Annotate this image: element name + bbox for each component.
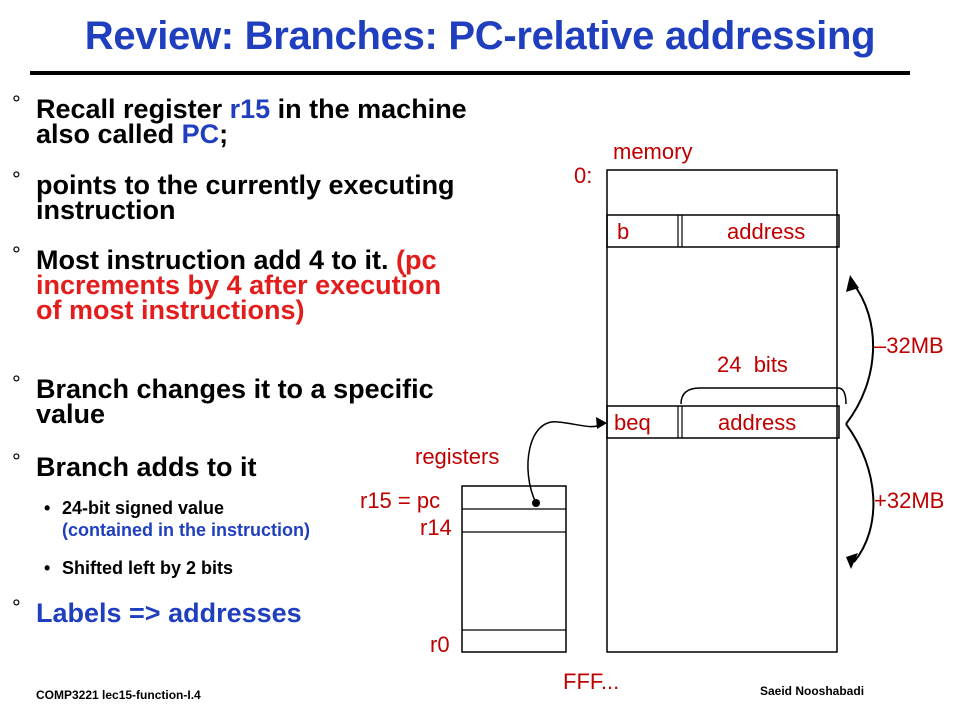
bullet-dot: • xyxy=(44,558,51,578)
address-end-label: FFF... xyxy=(563,669,620,694)
r0-label: r0 xyxy=(430,632,450,657)
bullet-text: ; xyxy=(219,119,229,149)
footer-course: COMP3221 lec15-function-I.4 xyxy=(36,688,201,702)
minus-range-arrowhead xyxy=(846,275,859,292)
plus-range-arrowhead xyxy=(846,553,858,569)
r15-label: r15 = pc xyxy=(360,488,441,513)
sub-bullet-24bit: • 24-bit signed value (contained in the … xyxy=(44,497,442,541)
sub-bullet-shifted: • Shifted left by 2 bits xyxy=(44,557,442,579)
minus-range-label: –32MB xyxy=(874,333,944,358)
bullet-branch-adds: ° Branch adds to it xyxy=(12,449,472,482)
beq-instruction-row xyxy=(606,405,840,439)
beq-opcode: beq xyxy=(614,410,651,435)
sub-bullet-text: Shifted left by 2 bits xyxy=(62,558,234,578)
bullet-recall-r15: ° Recall register r15 in the machine als… xyxy=(12,91,472,149)
bullet-mark: ° xyxy=(12,167,21,192)
minus-range-arc xyxy=(845,281,875,425)
bullet-text: Most instruction add 4 to it. xyxy=(36,245,396,275)
b-instruction-row xyxy=(606,214,840,248)
sub-bullet-note: (contained in the instruction) xyxy=(62,520,310,540)
bits-brace xyxy=(680,387,847,405)
registers-label: registers xyxy=(415,444,500,469)
pc-increment-note: (pc increments by 4 after execution of m… xyxy=(36,245,442,325)
bullet-text: Branch adds to it xyxy=(36,452,257,482)
bullet-text: Labels => addresses xyxy=(36,598,302,628)
b-opcode: b xyxy=(617,219,630,244)
slide-title: Review: Branches: PC-relative addressing xyxy=(84,14,876,58)
bullet-points-to: ° points to the currently executing inst… xyxy=(12,167,472,225)
bullet-add-4: ° Most instruction add 4 to it. (pc incr… xyxy=(12,242,472,325)
address-zero-label: 0: xyxy=(574,163,593,188)
bits-label: 24 bits xyxy=(717,352,788,377)
r15-term: r15 xyxy=(229,94,271,124)
bullet-dot: • xyxy=(44,498,51,518)
bullet-mark: ° xyxy=(12,371,21,396)
bullet-mark: ° xyxy=(12,449,21,474)
sub-bullet-text: 24-bit signed value xyxy=(62,498,225,518)
title-underline xyxy=(30,71,910,75)
bullet-mark: ° xyxy=(12,91,21,116)
footer-author: Saeid Nooshabadi xyxy=(760,684,865,698)
bullet-labels: ° Labels => addresses xyxy=(12,595,472,628)
b-address-field: address xyxy=(727,219,806,244)
register-file xyxy=(461,485,567,653)
bullet-mark: ° xyxy=(12,595,21,620)
pc-pointer-arrowhead xyxy=(596,417,607,429)
bullet-text: points to the currently executing instru… xyxy=(36,170,455,225)
beq-address-field: address xyxy=(718,410,797,435)
bullet-text: Recall register xyxy=(36,94,230,124)
plus-range-label: +32MB xyxy=(874,488,945,513)
pc-pointer-curve xyxy=(527,421,605,504)
bullet-text: Branch changes it to a specific value xyxy=(36,374,434,429)
bullet-branch-changes: ° Branch changes it to a specific value xyxy=(12,371,472,429)
pc-term: PC xyxy=(181,119,220,149)
bullet-mark: ° xyxy=(12,242,21,267)
bullet-text: in the machine also called xyxy=(36,94,467,149)
memory-label: memory xyxy=(613,139,693,164)
r14-label: r14 xyxy=(420,515,452,540)
plus-range-arc xyxy=(845,423,875,563)
